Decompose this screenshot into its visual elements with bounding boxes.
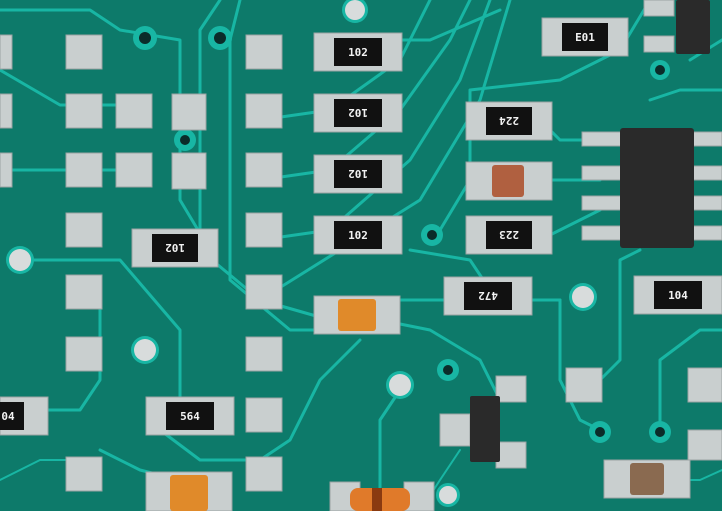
resistor-r10: [443, 276, 533, 316]
resistor-r5-label: 102: [165, 241, 185, 254]
capacitor-brown-2: [603, 459, 691, 499]
resistor-r3-label: 102: [348, 167, 368, 180]
resistor-r9-label: 223: [499, 228, 519, 241]
resistor-r4: [313, 215, 403, 255]
ic-chip-soic8: [581, 128, 722, 248]
resistor-r11: [633, 275, 722, 315]
pads: [0, 34, 722, 511]
resistor-r11-label: 104: [668, 289, 688, 302]
resistor-r3: [313, 154, 403, 194]
capacitor-orange-2: [145, 471, 233, 511]
resistor-r1: [313, 32, 403, 72]
resistor-r6: [145, 396, 235, 436]
resistor-r7: [541, 17, 629, 57]
resistor-r2-label: 102: [348, 106, 368, 119]
resistor-r9: [465, 215, 553, 255]
resistor-r4-label: 102: [348, 229, 368, 242]
resistor-r6-label: 564: [180, 410, 200, 423]
capacitor-brown-1: [465, 161, 553, 201]
resistor-r10-label: 472: [478, 289, 498, 302]
vias: [6, 0, 671, 507]
resistor-r5: [131, 228, 219, 268]
resistor-r7-label: E01: [575, 31, 595, 44]
transistor-sot23-2: [643, 0, 710, 54]
resistor-r12-label: 04: [1, 410, 15, 423]
diode-orange: [350, 488, 410, 511]
resistor-r8: [465, 101, 553, 141]
resistor-r2: [313, 93, 403, 133]
transistor-sot23-1: [470, 396, 500, 462]
resistor-r8-label: 224: [499, 114, 519, 127]
resistor-r12: [0, 396, 49, 436]
resistor-r1-label: 102: [348, 46, 368, 59]
capacitor-orange-1: [313, 295, 401, 335]
